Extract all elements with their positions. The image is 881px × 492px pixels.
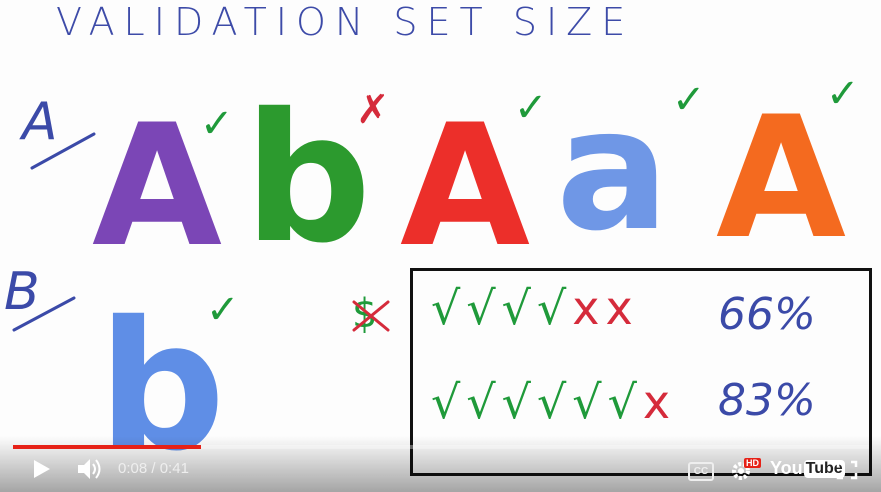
duration: 0:41 [159, 460, 189, 477]
progress-bar[interactable] [13, 445, 869, 449]
logo-tube: Tube [803, 459, 845, 478]
result-percent-1: 66% [718, 289, 816, 340]
check-mark: ✓ [672, 77, 706, 123]
hd-badge: HD [744, 458, 761, 468]
fullscreen-icon[interactable] [836, 460, 858, 480]
progress-bar-fill [13, 445, 202, 449]
volume-icon[interactable] [76, 456, 104, 482]
logo-you: You [770, 458, 803, 478]
result-marks: √√√√√√x [431, 375, 671, 429]
result-percent-2: 83% [718, 375, 816, 426]
cross-mark: ✗ [356, 87, 390, 133]
play-icon[interactable] [30, 458, 52, 480]
strike-cross [352, 300, 390, 332]
letter-b-green: b [244, 75, 372, 282]
check-mark: ✓ [826, 71, 860, 117]
check-mark: ✓ [206, 287, 240, 333]
letter-a-blue: a [556, 72, 670, 268]
letter-a-orange: A [716, 80, 847, 276]
row-b-underline [12, 296, 76, 332]
letter-a-purple: A [92, 88, 223, 284]
result-row-2: √√√√√√x [431, 379, 680, 425]
time-separator: / [147, 460, 160, 477]
letter-a-red: A [400, 88, 531, 284]
current-time: 0:08 [118, 460, 148, 477]
row-b-label: B [4, 262, 40, 322]
settings-icon[interactable] [730, 460, 752, 482]
row-a-underline [30, 132, 96, 170]
row-a-label: A [22, 92, 58, 152]
time-display: 0:08 / 0:41 [118, 460, 189, 477]
video-title-text: VALIDATION SET SIZE [56, 0, 635, 44]
check-mark: ✓ [200, 101, 234, 147]
check-mark: ✓ [514, 85, 548, 131]
captions-icon[interactable]: CC [688, 462, 714, 481]
